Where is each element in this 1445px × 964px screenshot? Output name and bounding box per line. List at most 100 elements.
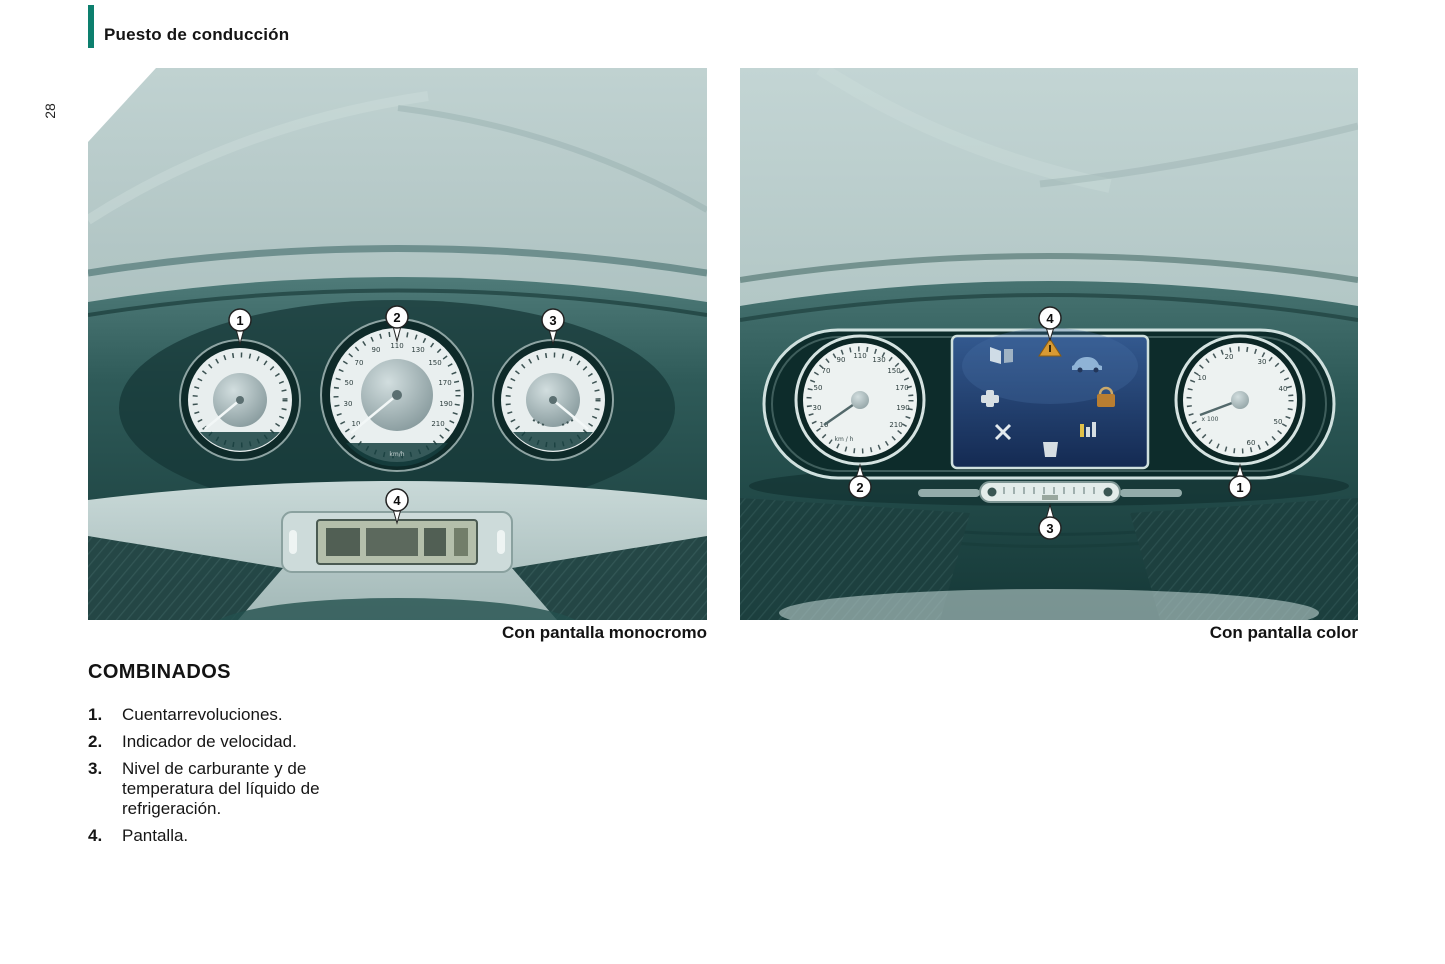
- speedometer-gauge: 10 30 50 70 90 110 130 150 170 190 210 k…: [320, 318, 474, 472]
- dashboard-cowl-edge: [739, 253, 1359, 283]
- cross-icon: [994, 423, 1012, 441]
- caption-color: Con pantalla color: [1209, 623, 1358, 642]
- monochrome-display: [281, 511, 513, 573]
- dial-label: 170: [438, 379, 451, 387]
- windshield-reflection: [85, 91, 429, 225]
- fuel-temp-strip-display: [918, 481, 1182, 503]
- legend-item-4: 4. Pantalla.: [88, 826, 377, 846]
- car-icon: [1072, 357, 1102, 373]
- dial-label: 170: [895, 384, 908, 392]
- legend-item-number: 3.: [88, 759, 103, 778]
- strip-knob: [987, 487, 997, 497]
- dial-label: 30: [1258, 358, 1267, 366]
- callout-2: 2: [385, 305, 409, 343]
- strip-knob: [1103, 487, 1113, 497]
- legend-item-number: 1.: [88, 705, 103, 724]
- dial-label: 210: [889, 421, 902, 429]
- fuel-temp-gauge: [492, 339, 614, 461]
- dial-label: 130: [411, 346, 424, 354]
- callout-4: 4: [385, 488, 409, 525]
- dial-label: 30: [813, 404, 822, 412]
- page-number: 28: [41, 103, 58, 119]
- strip-gear-display: [1042, 495, 1058, 500]
- dial-label: 50: [1274, 418, 1283, 426]
- speed-unit-label: km / h: [835, 436, 854, 443]
- legend-item-text: Pantalla.: [122, 826, 189, 845]
- bars-icon: [1080, 422, 1096, 437]
- tachometer-gauge: [179, 339, 301, 461]
- color-dashboard-illustration: 10 30 50 70 90 110 130 150 170 190 210 k…: [739, 62, 1359, 670]
- lower-dash-texture: [512, 536, 707, 620]
- dial-label: 150: [428, 359, 441, 367]
- callout-1: 1: [228, 308, 252, 346]
- speedometer-dial-labels: 10 30 50 70 90 110 130 150 170 190 210: [344, 342, 453, 428]
- dial-label: 10: [352, 420, 361, 428]
- dial-label: 40: [1279, 385, 1288, 393]
- callout-number: 4: [1046, 311, 1054, 326]
- windshield-reflection: [397, 105, 709, 213]
- tach-unit-label: x 100: [1202, 416, 1219, 423]
- legend-item-number: 2.: [88, 732, 103, 751]
- lower-dash-texture: [1130, 498, 1358, 620]
- speedometer-gauge: 10 30 50 70 90 110 130 150 170 190 210 k…: [794, 334, 926, 466]
- bucket-icon: [1043, 442, 1058, 457]
- gauge-needle: [350, 394, 398, 434]
- legend-item-1: 1. Cuentarrevoluciones.: [88, 705, 377, 725]
- dial-label: 110: [853, 352, 866, 360]
- dial-label: 110: [390, 342, 403, 350]
- gauge-needle: [204, 399, 241, 430]
- dashboard-seam: [739, 293, 1359, 322]
- header-accent-bar: [88, 5, 94, 48]
- legend-item-2: 2. Indicador de velocidad.: [88, 732, 377, 752]
- lower-dash-texture: [88, 536, 283, 620]
- windshield-reflection: [1039, 122, 1359, 188]
- dial-label: 70: [822, 367, 831, 375]
- callout-4: 4: [1038, 306, 1062, 342]
- plus-icon: [981, 390, 999, 407]
- dial-label: 90: [372, 346, 381, 354]
- lock-icon: [1097, 386, 1115, 407]
- dial-label: 60: [1247, 439, 1256, 447]
- callout-number: 2: [856, 480, 863, 495]
- color-display: [950, 328, 1150, 470]
- callout-number: 3: [549, 313, 556, 328]
- legend-item-text: Indicador de velocidad.: [122, 732, 297, 751]
- dial-label: 190: [896, 404, 909, 412]
- dial-label: 130: [872, 356, 885, 364]
- dial-label: 90: [837, 356, 846, 364]
- dial-label: 10: [1198, 374, 1207, 382]
- legend-list: 1. Cuentarrevoluciones. 2. Indicador de …: [88, 705, 377, 853]
- strip-tick-marks: [1003, 487, 1095, 494]
- doors-open-icon: [990, 347, 1013, 364]
- dial-label: 150: [887, 367, 900, 375]
- legend-item-3: 3. Nivel de carburante y de temperatura …: [88, 759, 377, 819]
- dial-label: 50: [345, 379, 354, 387]
- callout-number: 1: [236, 313, 243, 328]
- figure-monochrome: 10 30 50 70 90 110 130 150 170 190 210 k…: [85, 68, 709, 658]
- windshield-reflection: [816, 62, 1112, 193]
- callout-3: 3: [1038, 503, 1062, 540]
- callout-number: 2: [393, 310, 400, 325]
- dial-label: 190: [439, 400, 452, 408]
- section-title: COMBINADOS: [88, 661, 231, 683]
- dial-label: 70: [355, 359, 364, 367]
- speed-unit-label: km/h: [389, 451, 404, 458]
- dashboard-cowl-edge: [87, 245, 708, 277]
- callout-1: 1: [1228, 463, 1252, 499]
- dial-label: 210: [431, 420, 444, 428]
- callout-2: 2: [848, 463, 872, 499]
- callout-number: 1: [1236, 480, 1243, 495]
- legend-item-number: 4.: [88, 826, 103, 845]
- dial-label: 20: [1225, 353, 1234, 361]
- dial-label: 50: [814, 384, 823, 392]
- tachometer-gauge: 10 20 30 40 50 60 x 100: [1174, 334, 1306, 466]
- caption-monochrome: Con pantalla monocromo: [502, 623, 707, 642]
- legend-item-text: Cuentarrevoluciones.: [122, 705, 283, 724]
- callout-number: 3: [1046, 521, 1053, 536]
- page-corner-cut: [88, 68, 156, 142]
- legend-item-text: Nivel de carburante y de temperatura del…: [122, 759, 320, 818]
- callout-3: 3: [541, 308, 565, 346]
- callout-number: 4: [393, 493, 401, 508]
- gauge-needle: [552, 399, 589, 430]
